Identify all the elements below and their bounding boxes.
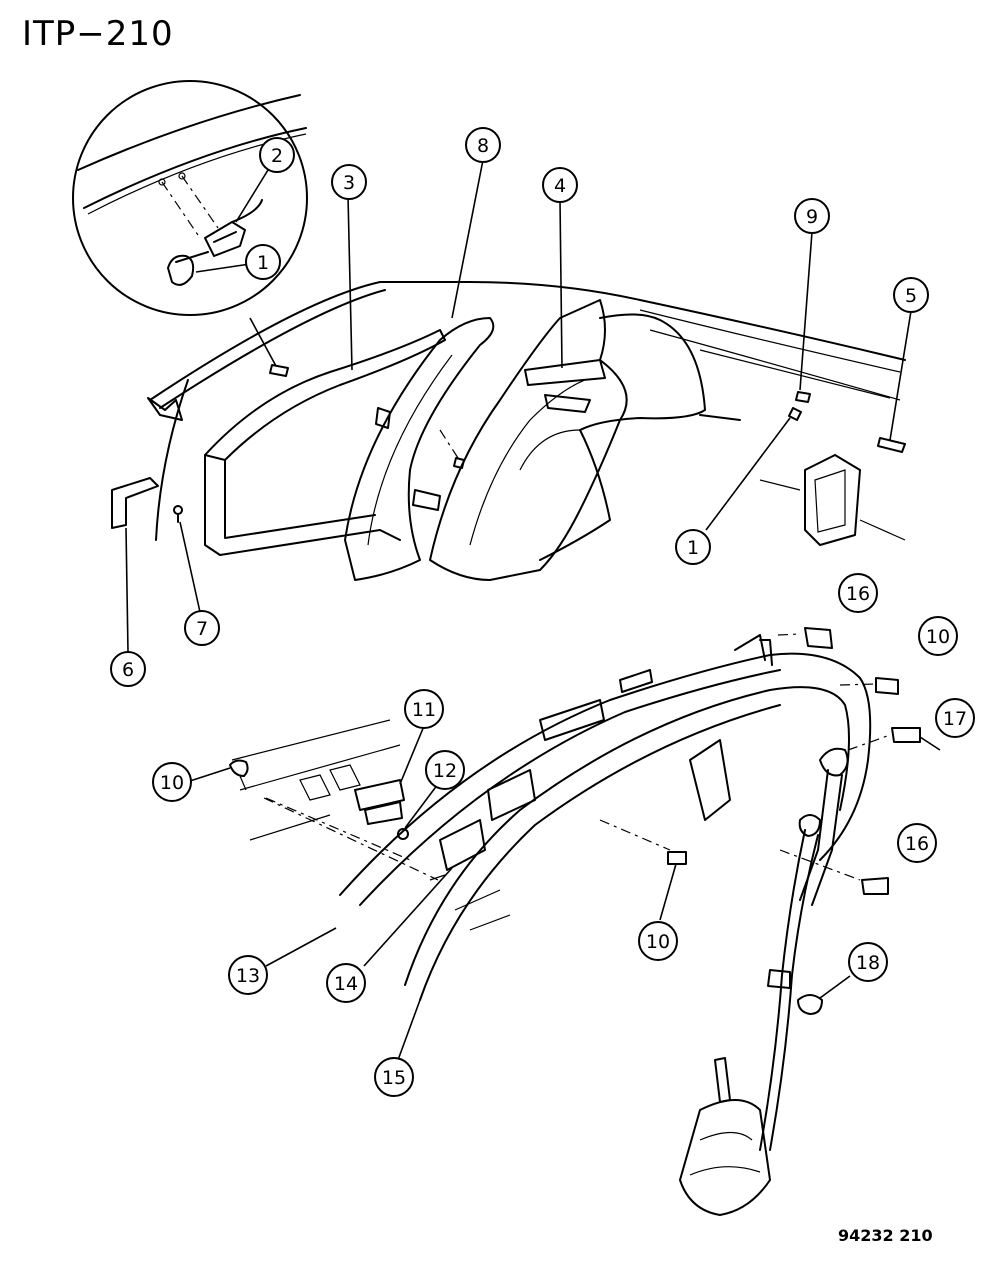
callout-1-main: 1 bbox=[675, 529, 711, 565]
svg-text:6: 6 bbox=[122, 659, 134, 681]
leader-lines bbox=[125, 159, 941, 1061]
svg-text:5: 5 bbox=[905, 285, 917, 307]
callout-5: 5 bbox=[893, 277, 929, 313]
svg-text:10: 10 bbox=[160, 772, 184, 794]
callout-7: 7 bbox=[184, 610, 220, 646]
callout-14: 14 bbox=[326, 963, 366, 1003]
diagram-code: 94232 210 bbox=[838, 1226, 933, 1245]
callout-16-lower: 16 bbox=[897, 823, 937, 863]
callout-1-detail: 1 bbox=[245, 244, 281, 280]
svg-text:4: 4 bbox=[554, 175, 566, 197]
detail-magnifier bbox=[72, 80, 308, 367]
callout-3: 3 bbox=[331, 164, 367, 200]
callout-11: 11 bbox=[404, 689, 444, 729]
svg-text:16: 16 bbox=[905, 833, 929, 855]
svg-text:12: 12 bbox=[433, 760, 457, 782]
upper-trim-assembly bbox=[111, 281, 906, 581]
lower-belt-assembly bbox=[229, 627, 921, 1216]
svg-text:7: 7 bbox=[196, 618, 208, 640]
svg-text:11: 11 bbox=[412, 699, 436, 721]
callout-12: 12 bbox=[425, 750, 465, 790]
svg-text:10: 10 bbox=[646, 931, 670, 953]
svg-text:14: 14 bbox=[334, 973, 358, 995]
svg-text:1: 1 bbox=[257, 252, 269, 274]
callout-10-lower: 10 bbox=[638, 921, 678, 961]
callout-4: 4 bbox=[542, 167, 578, 203]
svg-text:17: 17 bbox=[943, 708, 967, 730]
callout-17: 17 bbox=[935, 698, 975, 738]
callout-16-upper: 16 bbox=[838, 573, 878, 613]
svg-text:18: 18 bbox=[856, 952, 880, 974]
diagram-title: ITP−210 bbox=[22, 14, 174, 54]
svg-text:8: 8 bbox=[477, 135, 489, 157]
callout-13: 13 bbox=[228, 955, 268, 995]
callout-15: 15 bbox=[374, 1057, 414, 1097]
svg-text:10: 10 bbox=[926, 626, 950, 648]
svg-text:15: 15 bbox=[382, 1067, 406, 1089]
svg-text:3: 3 bbox=[343, 172, 355, 194]
callout-6: 6 bbox=[110, 651, 146, 687]
svg-text:1: 1 bbox=[687, 537, 699, 559]
svg-text:13: 13 bbox=[236, 965, 260, 987]
svg-text:16: 16 bbox=[846, 583, 870, 605]
svg-text:9: 9 bbox=[806, 206, 818, 228]
callout-10-left: 10 bbox=[152, 762, 192, 802]
svg-text:2: 2 bbox=[271, 145, 283, 167]
callout-8: 8 bbox=[465, 127, 501, 163]
callout-9: 9 bbox=[794, 198, 830, 234]
callout-18: 18 bbox=[848, 942, 888, 982]
callout-2: 2 bbox=[259, 137, 295, 173]
callout-10-upper-right: 10 bbox=[918, 616, 958, 656]
